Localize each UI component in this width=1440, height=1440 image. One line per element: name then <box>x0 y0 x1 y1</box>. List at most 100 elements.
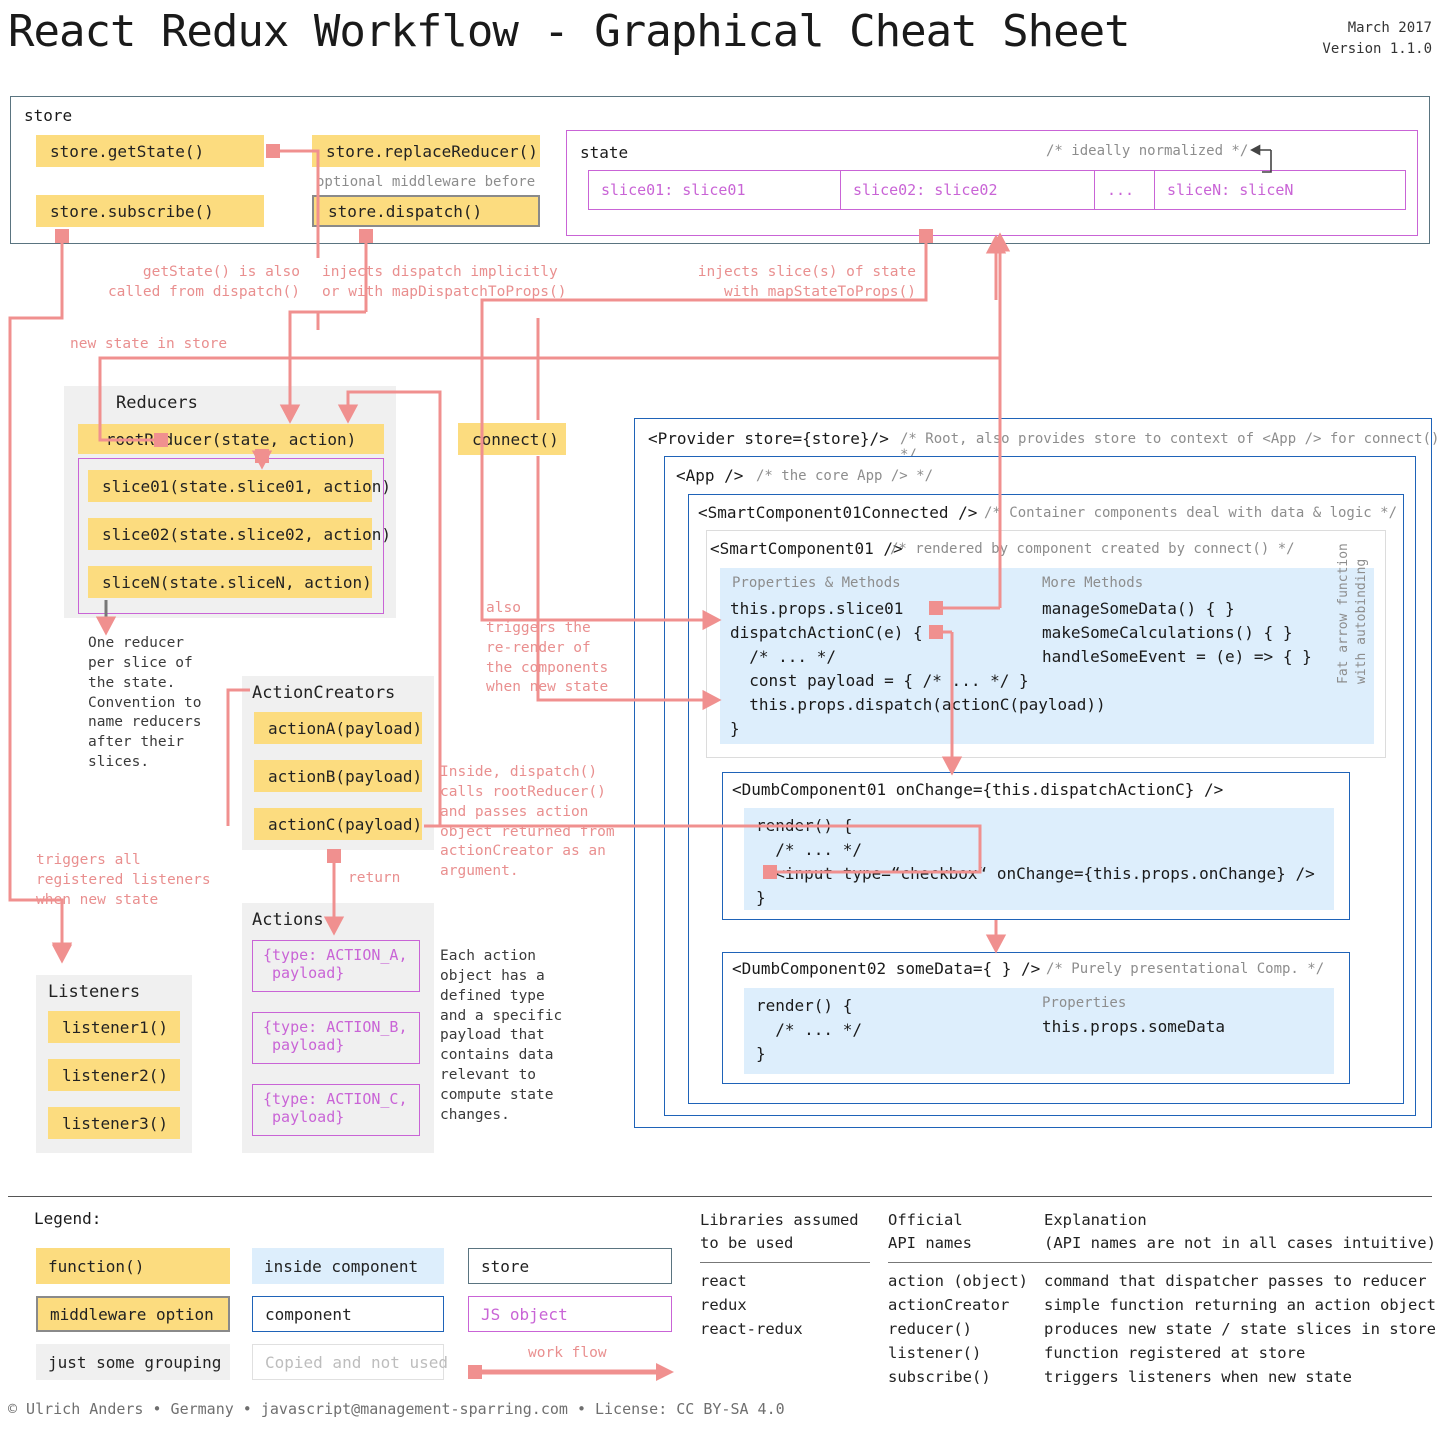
legend-api-heading: Official API names <box>888 1211 972 1253</box>
note-get-state-also: getState() is also called from dispatch(… <box>107 264 300 300</box>
legend-api-name-3: listener() <box>888 1344 982 1362</box>
legend-api-desc-3: function registered at store <box>1044 1344 1306 1362</box>
store-panel-label: store <box>24 106 73 125</box>
legend-title: Legend: <box>34 1209 102 1228</box>
store-dispatch[interactable]: store.dispatch() <box>312 195 540 227</box>
action-creators-label: ActionCreators <box>252 683 396 703</box>
document-date: March 2017 <box>1347 20 1432 36</box>
properties-methods-code: this.props.slice01 dispatchActionC(e) { … <box>730 599 1106 738</box>
action-object-c: {type: ACTION_C, payload} <box>252 1084 420 1136</box>
legend-api-name-4: subscribe() <box>888 1368 991 1386</box>
state-label: state <box>580 143 629 162</box>
store-subscribe[interactable]: store.subscribe() <box>36 195 264 227</box>
legend-divider <box>8 1196 1432 1197</box>
state-slice-02: slice02: slice02 <box>840 170 1094 210</box>
legend-inside-component: inside component <box>252 1248 444 1284</box>
legend-libraries-heading: Libraries assumed to be used <box>700 1211 859 1253</box>
document-meta: March 2017 Version 1.1.0 <box>1322 18 1432 60</box>
action-object-a: {type: ACTION_A, payload} <box>252 940 420 992</box>
legend-api-desc-1: simple function returning an action obje… <box>1044 1296 1436 1314</box>
legend-explanation-heading: Explanation (API names are not in all ca… <box>1044 1211 1436 1253</box>
smart-connected-tag: <SmartComponent01Connected /> <box>698 503 978 522</box>
action-object-a-text: {type: ACTION_A, payload} <box>263 946 408 982</box>
legend-store: store <box>468 1248 672 1284</box>
provider-tag: <Provider store={store}/> <box>648 429 889 448</box>
legend-api-rule <box>888 1262 1432 1263</box>
store-get-state[interactable]: store.getState() <box>36 135 264 167</box>
note-inside-dispatch: Inside, dispatch() calls rootReducer() a… <box>440 764 615 880</box>
document-version: Version 1.1.0 <box>1322 41 1432 57</box>
legend-api-name-2: reducer() <box>888 1320 972 1338</box>
legend-middleware: middleware option <box>36 1296 230 1332</box>
smart-component-comment: /* rendered by component created by conn… <box>890 541 1295 557</box>
legend-component: component <box>252 1296 444 1332</box>
reducers-group-label: Reducers <box>116 393 198 413</box>
state-slice-n: sliceN: sliceN <box>1154 170 1406 210</box>
dumb-component-01-code: render() { /* ... */ <input type=“checkb… <box>756 816 1315 907</box>
root-reducer[interactable]: rootReducer(state, action) <box>78 424 384 454</box>
legend-library-react: react <box>700 1272 747 1290</box>
note-new-state-in-store: new state in store <box>70 336 228 352</box>
note-injects-slices: injects slice(s) of state with mapStateT… <box>697 264 916 300</box>
actions-label: Actions <box>252 910 324 930</box>
action-creator-c[interactable]: actionC(payload) <box>254 808 422 840</box>
legend-api-desc-4: triggers listeners when new state <box>1044 1368 1352 1386</box>
legend-work-flow-label: work flow <box>528 1345 607 1361</box>
dumb-component-02-props-heading: Properties <box>1042 995 1127 1011</box>
legend-api-desc-0: command that dispatcher passes to reduce… <box>1044 1272 1427 1290</box>
legend-grouping: just some grouping <box>36 1344 230 1380</box>
note-injects-dispatch: injects dispatch implicitly or with mapD… <box>322 264 567 300</box>
dumb-component-02-tag: <DumbComponent02 someData={ } /> <box>732 959 1041 978</box>
middleware-note: optional middleware before <box>316 174 536 190</box>
properties-methods-heading: Properties & Methods <box>732 575 901 591</box>
more-methods-heading: More Methods <box>1042 575 1144 591</box>
note-each-action: Each action object has a defined type an… <box>440 948 563 1123</box>
reducer-slice-01[interactable]: slice01(state.slice01, action) <box>88 470 391 502</box>
listeners-label: Listeners <box>48 982 141 1002</box>
legend-library-react-redux: react-redux <box>700 1320 803 1338</box>
action-object-b: {type: ACTION_B, payload} <box>252 1012 420 1064</box>
app-tag: <App /> <box>676 466 744 485</box>
legend-js-object: JS object <box>468 1296 672 1332</box>
store-replace-reducer[interactable]: store.replaceReducer() <box>312 135 540 167</box>
connect-function[interactable]: connect() <box>458 423 566 455</box>
fat-arrow-note: Fat arrow function <box>1336 543 1351 684</box>
action-creator-b[interactable]: actionB(payload) <box>254 760 422 792</box>
smart-connected-comment: /* Container components deal with data &… <box>984 505 1398 521</box>
smart-component-tag: <SmartComponent01 /> <box>710 539 903 558</box>
legend-library-redux: redux <box>700 1296 747 1314</box>
legend-api-desc-2: produces new state / state slices in sto… <box>1044 1320 1436 1338</box>
legend-api-name-0: action (object) <box>888 1272 1028 1290</box>
actions-group <box>242 903 434 1153</box>
state-comment: /* ideally normalized */ <box>1046 143 1249 159</box>
note-one-reducer: One reducer per slice of the state. Conv… <box>88 635 202 771</box>
legend-api-name-1: actionCreator <box>888 1296 1010 1314</box>
legend-copied: Copied and not used <box>252 1344 448 1380</box>
dumb-component-02-props: this.props.someData <box>1042 1017 1226 1036</box>
reducer-slice-n[interactable]: sliceN(state.sliceN, action) <box>88 566 372 598</box>
dumb-component-02-code: render() { /* ... */ } <box>756 996 862 1063</box>
autobinding-note: with autobinding <box>1354 558 1369 684</box>
state-slice-01: slice01: slice01 <box>588 170 840 210</box>
legend-libraries-rule <box>700 1262 870 1263</box>
dumb-component-02-comment: /* Purely presentational Comp. */ <box>1046 961 1325 977</box>
dumb-component-01-tag: <DumbComponent01 onChange={this.dispatch… <box>732 780 1224 799</box>
action-object-c-text: {type: ACTION_C, payload} <box>263 1090 408 1126</box>
listener-1[interactable]: listener1() <box>48 1011 180 1043</box>
action-object-b-text: {type: ACTION_B, payload} <box>263 1018 408 1054</box>
note-return: return <box>348 870 401 886</box>
more-methods-code: manageSomeData() { } makeSomeCalculation… <box>1042 599 1312 666</box>
app-comment: /* the core App /> */ <box>756 468 934 484</box>
listener-2[interactable]: listener2() <box>48 1059 180 1091</box>
footer-credit: © Ulrich Anders • Germany • javascript@m… <box>8 1400 785 1418</box>
reducer-slice-02[interactable]: slice02(state.slice02, action) <box>88 518 391 550</box>
dumb-component-02-inside <box>744 988 1334 1074</box>
page-title: React Redux Workflow - Graphical Cheat S… <box>8 6 1131 57</box>
note-triggers-listeners: triggers all registered listeners when n… <box>36 852 211 908</box>
action-creator-a[interactable]: actionA(payload) <box>254 712 422 744</box>
legend-work-flow-arrow <box>468 1363 674 1381</box>
legend-function: function() <box>36 1248 230 1284</box>
listener-3[interactable]: listener3() <box>48 1107 180 1139</box>
note-also-triggers: also triggers the re-render of the compo… <box>486 600 609 696</box>
state-slice-ellipsis: ... <box>1094 170 1154 210</box>
